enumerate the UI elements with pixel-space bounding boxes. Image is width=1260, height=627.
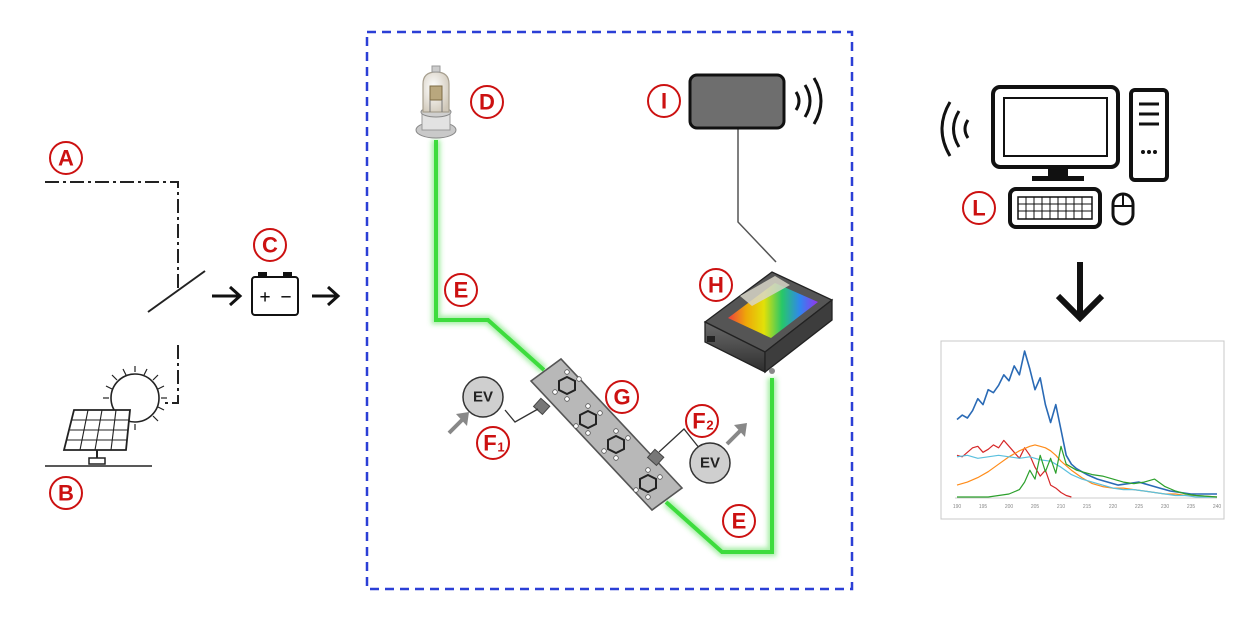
series-line-4 <box>956 454 1217 498</box>
optical-fiber <box>431 140 777 557</box>
label-i-text: I <box>661 89 667 114</box>
arrow-down-icon <box>1055 262 1105 323</box>
battery-icon: + − <box>251 272 299 316</box>
solar-power-line <box>162 345 179 404</box>
x-tick-label: 190 <box>953 504 962 510</box>
x-tick-label: 230 <box>1161 504 1170 510</box>
electrovalve-2: EV <box>658 423 747 484</box>
arrow-right-icon <box>312 285 341 307</box>
label-f2: F 2 <box>685 404 719 438</box>
chart-frame <box>940 340 1225 520</box>
label-b-text: B <box>58 481 74 506</box>
series-line-5 <box>957 445 1218 498</box>
label-b: B <box>49 476 83 510</box>
deuterium-lamp-icon <box>415 65 457 139</box>
ev2-text: EV <box>700 455 720 472</box>
x-tick-label: 200 <box>1005 504 1014 510</box>
label-e-lower: E <box>722 504 756 538</box>
label-a: A <box>49 141 83 175</box>
label-h-text: H <box>708 273 724 298</box>
label-l-text: L <box>972 196 985 221</box>
electrovalve-1: EV <box>447 376 539 435</box>
keyboard-icon <box>1008 187 1102 229</box>
label-h: H <box>699 268 733 302</box>
label-a-text: A <box>58 146 74 171</box>
label-c-text: C <box>262 233 278 258</box>
x-tick-label: 215 <box>1083 504 1092 510</box>
wifi-waves-icon <box>794 77 823 125</box>
wifi-waves-icon <box>940 101 970 157</box>
benzene-ring-icon <box>558 375 657 494</box>
series-line-1 <box>956 350 1217 495</box>
x-tick-label: 210 <box>1057 504 1066 510</box>
label-f1-text: F <box>483 431 496 456</box>
label-g: G <box>605 380 639 414</box>
battery-minus: − <box>281 287 292 308</box>
label-l: L <box>962 191 996 225</box>
chart-series-group <box>956 350 1218 498</box>
label-e2-text: E <box>732 509 747 534</box>
spectrometer-icon <box>703 271 834 374</box>
series-line-2 <box>956 439 1072 498</box>
wireless-module-icon <box>688 73 823 130</box>
spectrum-chart: 190 195 200 205 210 215 220 225 230 235 240 <box>940 340 1225 520</box>
label-f2-text: F <box>692 409 705 434</box>
label-e-upper: E <box>444 273 478 307</box>
label-f1-subscript: 1 <box>497 440 504 455</box>
x-tick-label: 225 <box>1135 504 1144 510</box>
battery-plus: + <box>260 287 271 308</box>
label-g-text: G <box>613 385 630 410</box>
x-tick-label: 205 <box>1031 504 1040 510</box>
x-tick-label: 220 <box>1109 504 1118 510</box>
arrow-diagonal-icon <box>447 412 469 435</box>
label-c: C <box>253 228 287 262</box>
label-d-text: D <box>479 90 495 115</box>
x-tick-label: 235 <box>1187 504 1196 510</box>
x-tick-label: 195 <box>979 504 988 510</box>
label-e1-text: E <box>454 278 469 303</box>
arrow-right-icon <box>212 285 243 307</box>
data-cable <box>737 128 777 263</box>
instrument-enclosure <box>365 30 854 591</box>
solar-panel-sun-icon <box>45 366 167 467</box>
label-f2-subscript: 2 <box>706 418 713 433</box>
switch-icon <box>147 270 206 313</box>
label-d: D <box>470 85 504 119</box>
arrow-diagonal-icon <box>725 423 747 446</box>
ev1-text: EV <box>473 389 493 406</box>
flow-cell-benzene <box>529 357 684 512</box>
label-f1: F 1 <box>476 426 510 460</box>
mouse-icon <box>1111 192 1135 226</box>
label-i: I <box>647 84 681 118</box>
grid-power-line <box>45 181 179 290</box>
x-tick-label: 240 <box>1213 504 1222 510</box>
x-tick-labels: 190 195 200 205 210 215 220 225 230 235 240 <box>953 504 1222 510</box>
power-supply: A B <box>45 141 341 510</box>
desktop-computer-icon <box>940 85 1169 229</box>
